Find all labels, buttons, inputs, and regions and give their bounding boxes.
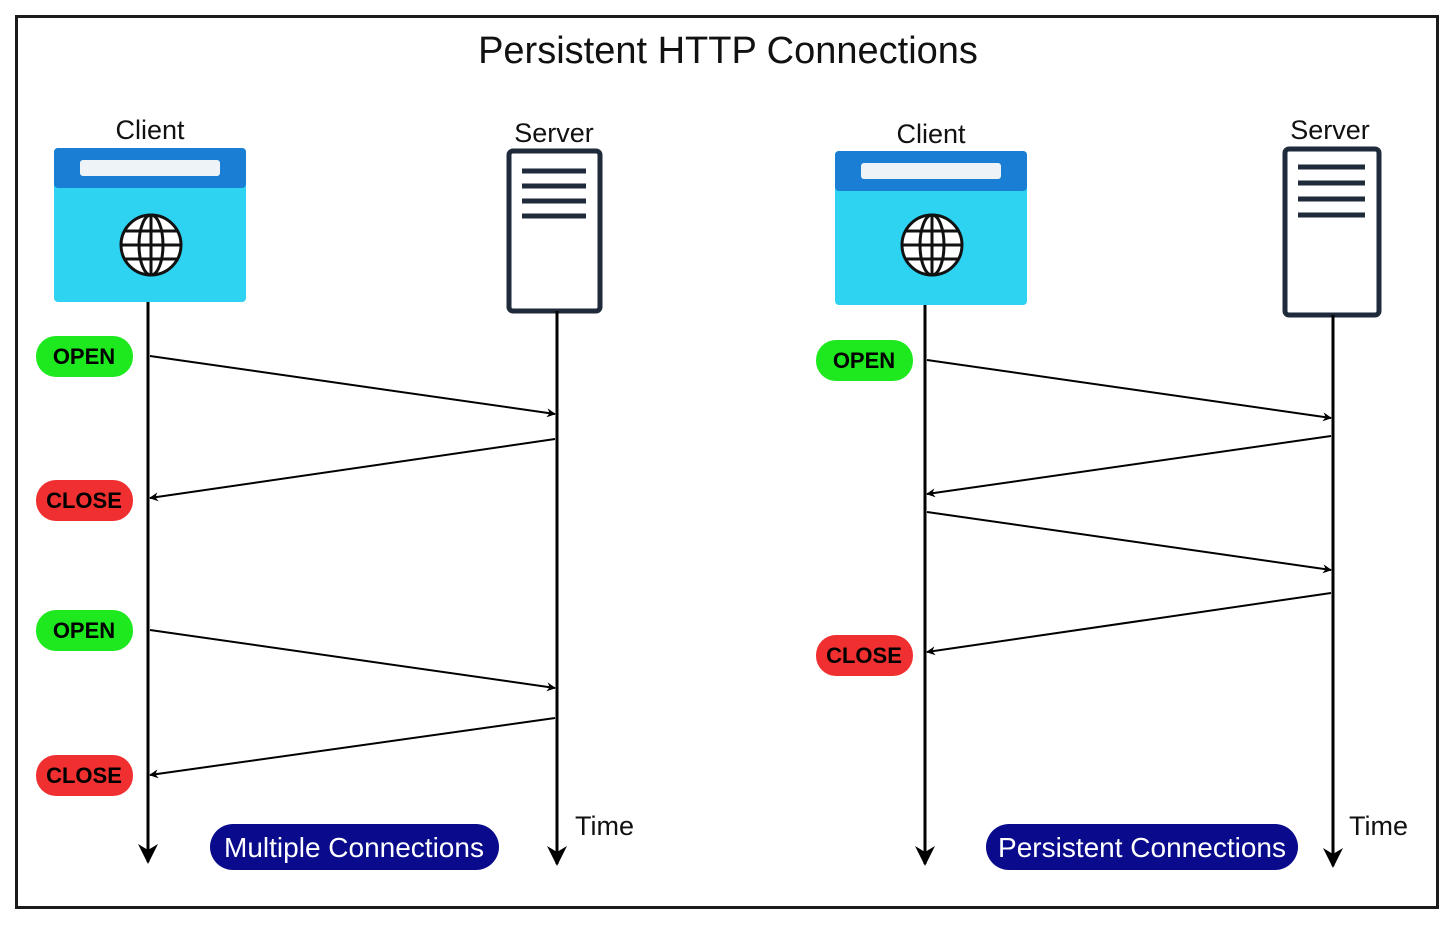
browser-window-icon <box>54 148 246 302</box>
browser-window-icon <box>835 151 1027 305</box>
right-client-label: Client <box>896 119 966 149</box>
close-badge: CLOSE <box>36 480 133 521</box>
left-client-label: Client <box>115 115 185 145</box>
globe-icon <box>900 213 964 277</box>
right-diagram: Client Server <box>816 115 1408 870</box>
caption-persistent-connections: Persistent Connections <box>986 824 1298 870</box>
svg-text:Persistent Connections: Persistent Connections <box>998 832 1286 863</box>
left-time-label: Time <box>575 811 634 841</box>
right-server-label: Server <box>1290 115 1370 145</box>
left-diagram: Client Server <box>36 115 634 870</box>
svg-text:CLOSE: CLOSE <box>826 643 902 668</box>
svg-text:CLOSE: CLOSE <box>46 763 122 788</box>
close-badge: CLOSE <box>36 755 133 796</box>
right-time-label: Time <box>1349 811 1408 841</box>
globe-icon <box>119 213 183 277</box>
left-request-1 <box>149 355 556 418</box>
right-request-1 <box>926 359 1332 422</box>
server-icon <box>506 148 603 314</box>
open-badge: OPEN <box>816 340 913 381</box>
right-request-2 <box>926 511 1332 574</box>
diagram-frame <box>15 15 1439 909</box>
left-request-2 <box>149 629 556 692</box>
close-badge: CLOSE <box>816 635 913 676</box>
svg-text:OPEN: OPEN <box>53 344 115 369</box>
caption-multiple-connections: Multiple Connections <box>210 824 499 870</box>
svg-text:OPEN: OPEN <box>833 348 895 373</box>
server-icon <box>1282 146 1382 318</box>
left-response-1 <box>149 438 556 502</box>
right-response-2 <box>926 592 1332 656</box>
open-badge: OPEN <box>36 336 133 377</box>
svg-text:CLOSE: CLOSE <box>46 488 122 513</box>
left-response-2 <box>149 717 556 779</box>
diagram-title: Persistent HTTP Connections <box>478 30 978 72</box>
left-server-label: Server <box>514 118 594 148</box>
svg-text:OPEN: OPEN <box>53 618 115 643</box>
open-badge: OPEN <box>36 610 133 651</box>
svg-text:Multiple Connections: Multiple Connections <box>224 832 484 863</box>
right-response-1 <box>926 435 1332 498</box>
